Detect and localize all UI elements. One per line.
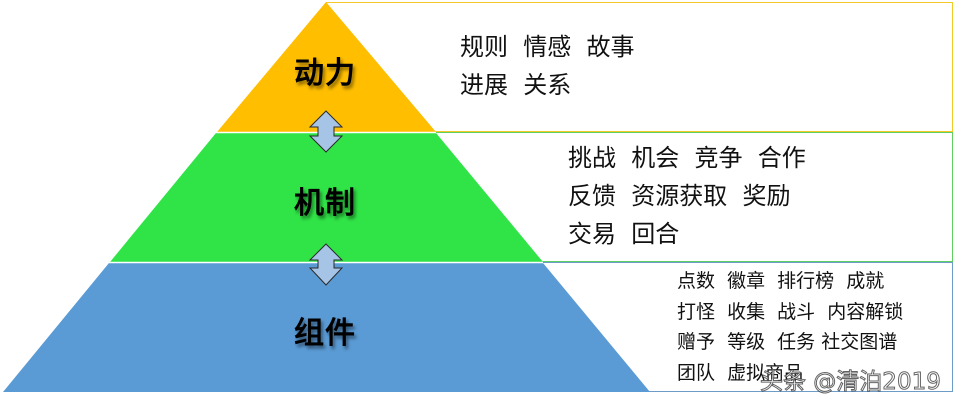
dynamics-box	[326, 2, 953, 132]
item-line: 点数 徽章 排行榜 成就	[677, 270, 885, 292]
tier-label-dynamics: 动力	[294, 56, 356, 91]
double-arrow-vertical-icon	[308, 243, 344, 286]
item-line: 进展 关系	[460, 71, 572, 99]
components-items: 点数 徽章 排行榜 成就 打怪 收集 战斗 内容解锁 赠予 等级 任务 社交图谱…	[677, 266, 903, 388]
item-line: 挑战 机会 竞争 合作	[568, 144, 806, 172]
tier-dynamics-shape	[217, 2, 436, 132]
mechanics-items: 挑战 机会 竞争 合作 反馈 资源获取 奖励 交易 回合	[568, 139, 806, 253]
item-line: 赠予 等级 任务 社交图谱	[677, 331, 898, 353]
dynamics-items: 规则 情感 故事 进展 关系	[460, 28, 635, 104]
item-line: 团队 虚拟商品	[677, 361, 804, 384]
item-line: 交易 回合	[568, 220, 680, 248]
item-line: 反馈 资源获取 奖励	[568, 182, 791, 210]
tier-label-components: 组件	[294, 316, 356, 351]
watermark: 头条 @清泊2019	[760, 369, 942, 396]
double-arrow-vertical-icon	[308, 110, 344, 153]
tier-mechanics-shape	[110, 133, 543, 262]
tier-label-mechanics: 机制	[294, 186, 356, 221]
tier-components-shape	[3, 263, 650, 392]
item-line: 规则 情感 故事	[460, 33, 635, 61]
item-line: 打怪 收集 战斗 内容解锁	[677, 300, 904, 323]
